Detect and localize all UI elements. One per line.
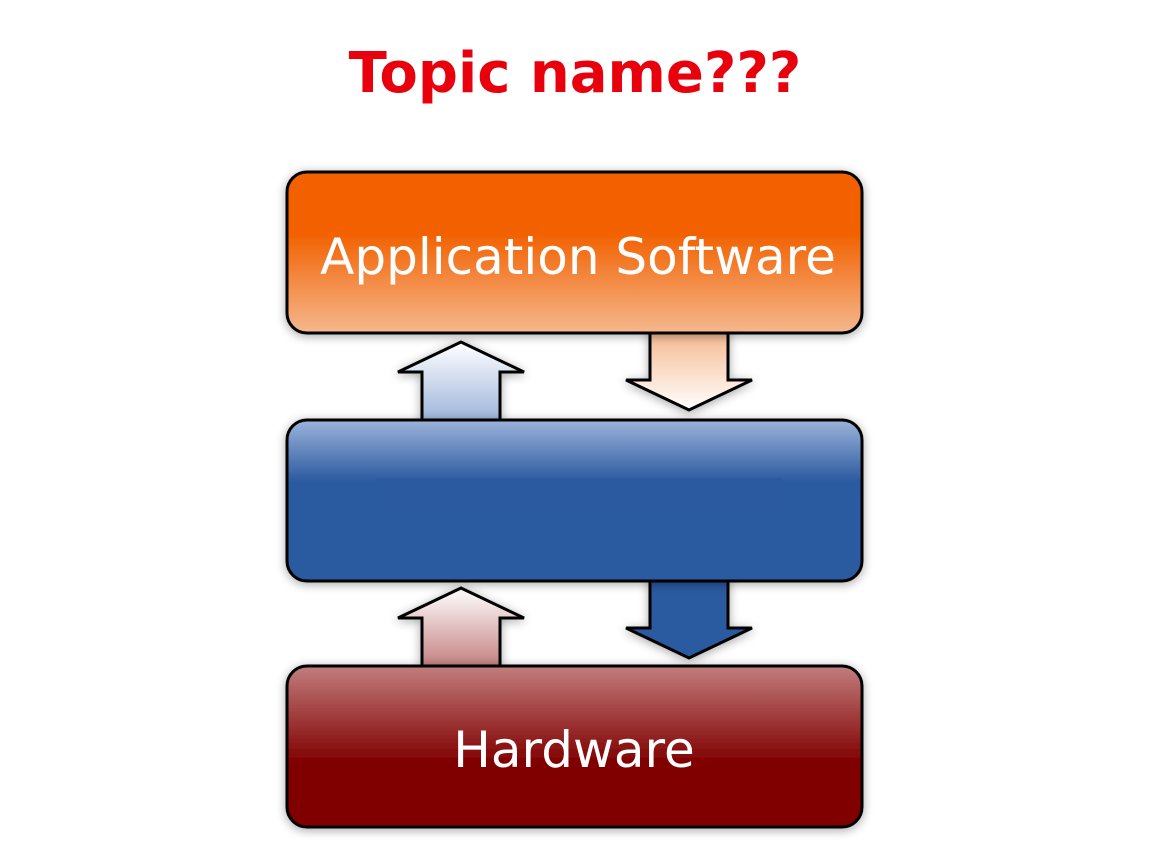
arrow-up-to-application [397,340,525,424]
page-title: Topic name??? [348,41,802,106]
application-software-label: Application Software [320,228,836,286]
arrow-down-to-hardware [625,574,753,660]
hardware-label: Hardware [453,721,694,779]
arrow-up-to-middle [397,586,525,670]
middle-layer [285,418,864,583]
application-software-layer: Application Software [285,170,864,335]
middle-label-area [376,478,782,512]
hardware-layer: Hardware [285,664,864,829]
arrow-down-to-middle [625,328,753,412]
